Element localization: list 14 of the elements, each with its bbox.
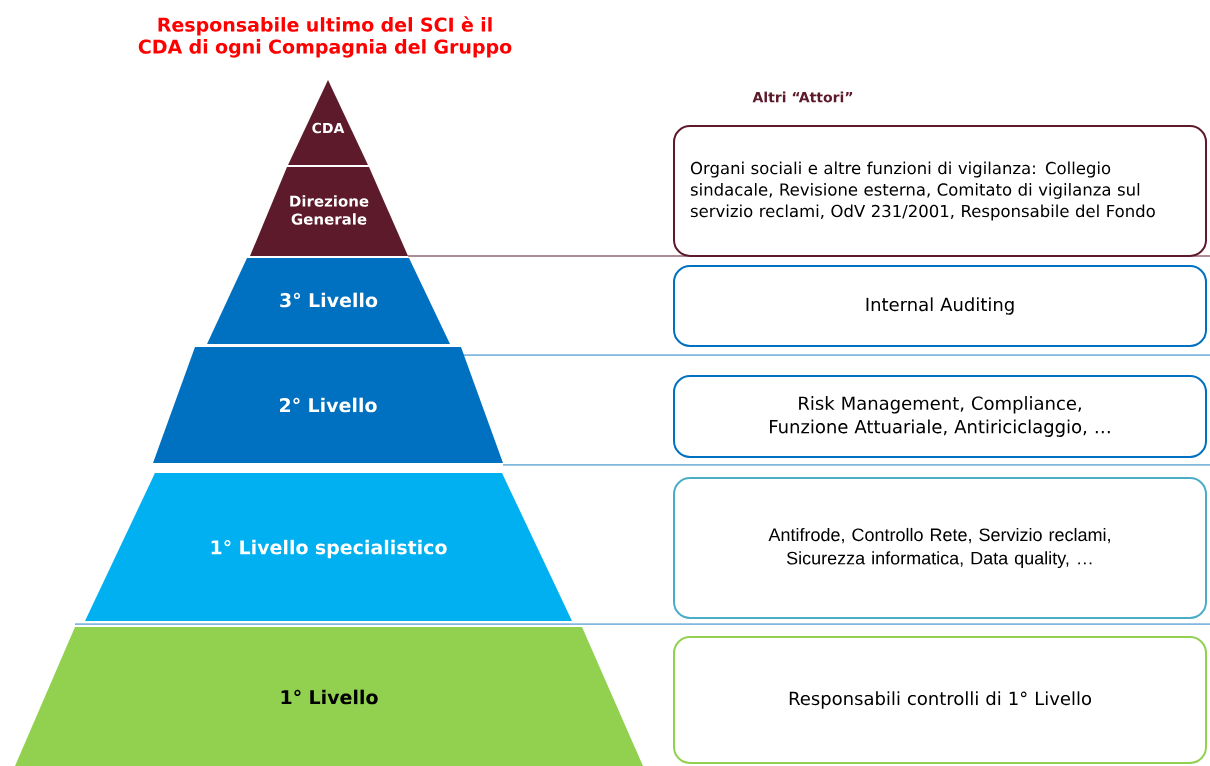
pyramid-layer: 1° Livello (15, 627, 643, 766)
text-box: Organi sociali e altre funzioni di vigilanza: Collegio sindacale, Revisione esterna, Comitato di vigilanza sul servizio reclami, OdV 231/2001, Responsabile del Fondo (673, 125, 1207, 257)
column-heading: Altri “Attori” (752, 91, 853, 103)
pyramid-layer: 3° Livello (207, 258, 450, 344)
text-box: Antifrode, Controllo Rete, Servizio reclami, Sicurezza informatica, Data quality, … (673, 477, 1207, 619)
pyramid-layer: CDA (288, 80, 368, 165)
pyramid-layer: 2° Livello (153, 347, 503, 463)
pyramid-layer: Direzione Generale (250, 167, 408, 256)
pyramid-layer: 1° Livello specialistico (85, 473, 572, 621)
text-box: Responsabili controlli di 1° Livello (673, 636, 1207, 764)
text-box: Internal Auditing (673, 265, 1207, 347)
node-label: CDA (312, 122, 345, 134)
text-box: Risk Management, Compliance, Funzione Attuariale, Antiriciclaggio, … (673, 375, 1207, 458)
heading: Responsabile ultimo del SCI è il CDA di ogni Compagnia del Gruppo (138, 16, 512, 58)
